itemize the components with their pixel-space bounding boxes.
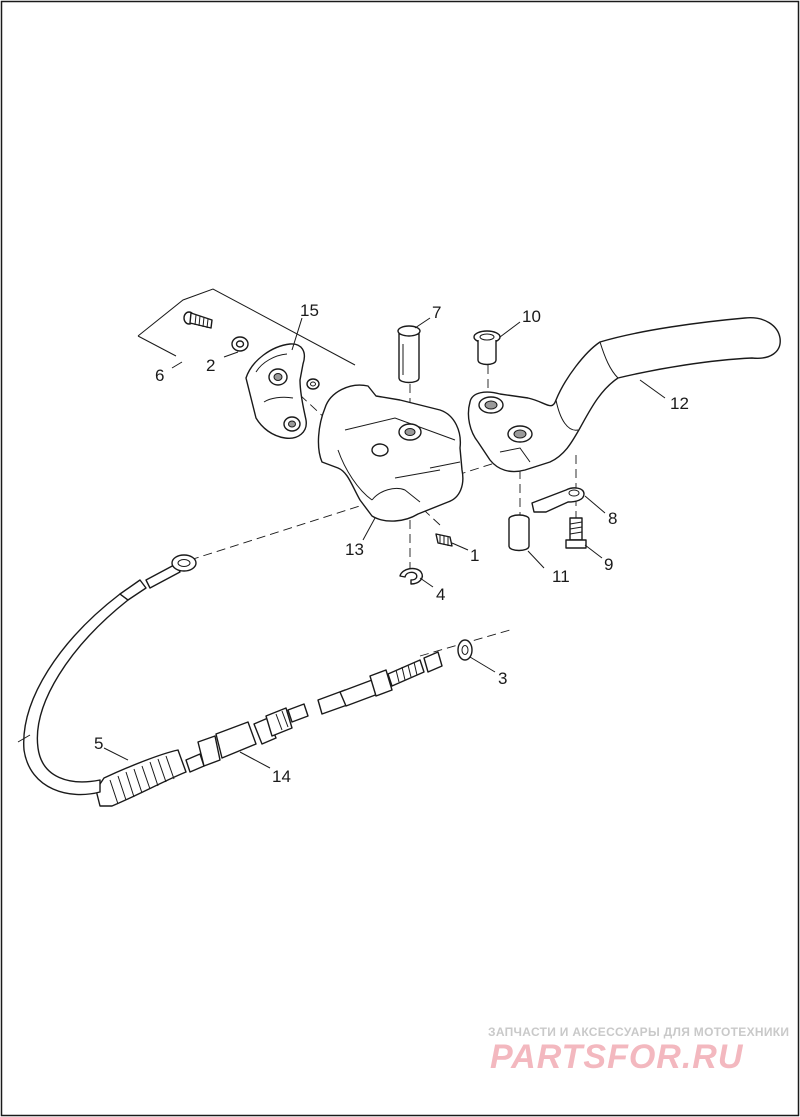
kit-bracket — [137, 288, 356, 366]
plate-part-8 — [531, 487, 585, 513]
pivot-pin-part-7 — [397, 325, 421, 384]
callout-6: 6 — [155, 366, 164, 385]
callout-14: 14 — [272, 767, 291, 786]
lever-bracket-part-13 — [317, 384, 464, 522]
callout-labels: 15 2 6 7 10 12 8 9 11 1 4 13 3 5 14 — [94, 301, 689, 786]
clamp-part-15 — [245, 343, 307, 439]
callout-2: 2 — [206, 356, 215, 375]
callout-4: 4 — [436, 585, 445, 604]
callout-5: 5 — [94, 734, 103, 753]
retaining-ring-part-4 — [399, 567, 423, 585]
watermark-tagline: ЗАПЧАСТИ И АКСЕССУАРЫ ДЛЯ МОТОТЕХНИКИ — [488, 1025, 789, 1039]
callout-9: 9 — [604, 555, 613, 574]
clip-ring — [306, 378, 320, 390]
cable — [17, 554, 197, 796]
washer-part-2 — [231, 336, 249, 352]
callout-7: 7 — [432, 303, 441, 322]
adjuster-upper — [317, 651, 443, 715]
adjuster-part-14 — [185, 703, 309, 773]
callout-12: 12 — [670, 394, 689, 413]
callout-8: 8 — [608, 509, 617, 528]
screw-part-6 — [183, 311, 213, 329]
sleeve-part-11 — [508, 514, 530, 552]
boot-part-5 — [95, 749, 187, 807]
watermark-logo: PARTSFOR.RU — [490, 1038, 744, 1076]
bolt-part-9 — [565, 517, 587, 549]
washer-part-3 — [457, 639, 473, 661]
callout-10: 10 — [522, 307, 541, 326]
lever-part-12 — [467, 317, 781, 473]
callout-11: 11 — [552, 567, 570, 586]
set-screw-part-1 — [435, 533, 453, 547]
leader-lines — [103, 317, 666, 769]
callout-3: 3 — [498, 669, 507, 688]
callout-1: 1 — [470, 546, 479, 565]
watermark: ЗАПЧАСТИ И АКСЕССУАРЫ ДЛЯ МОТОТЕХНИКИ PA… — [488, 1025, 789, 1076]
callout-13: 13 — [345, 540, 364, 559]
bushing-part-10 — [473, 330, 501, 366]
callout-15: 15 — [300, 301, 319, 320]
